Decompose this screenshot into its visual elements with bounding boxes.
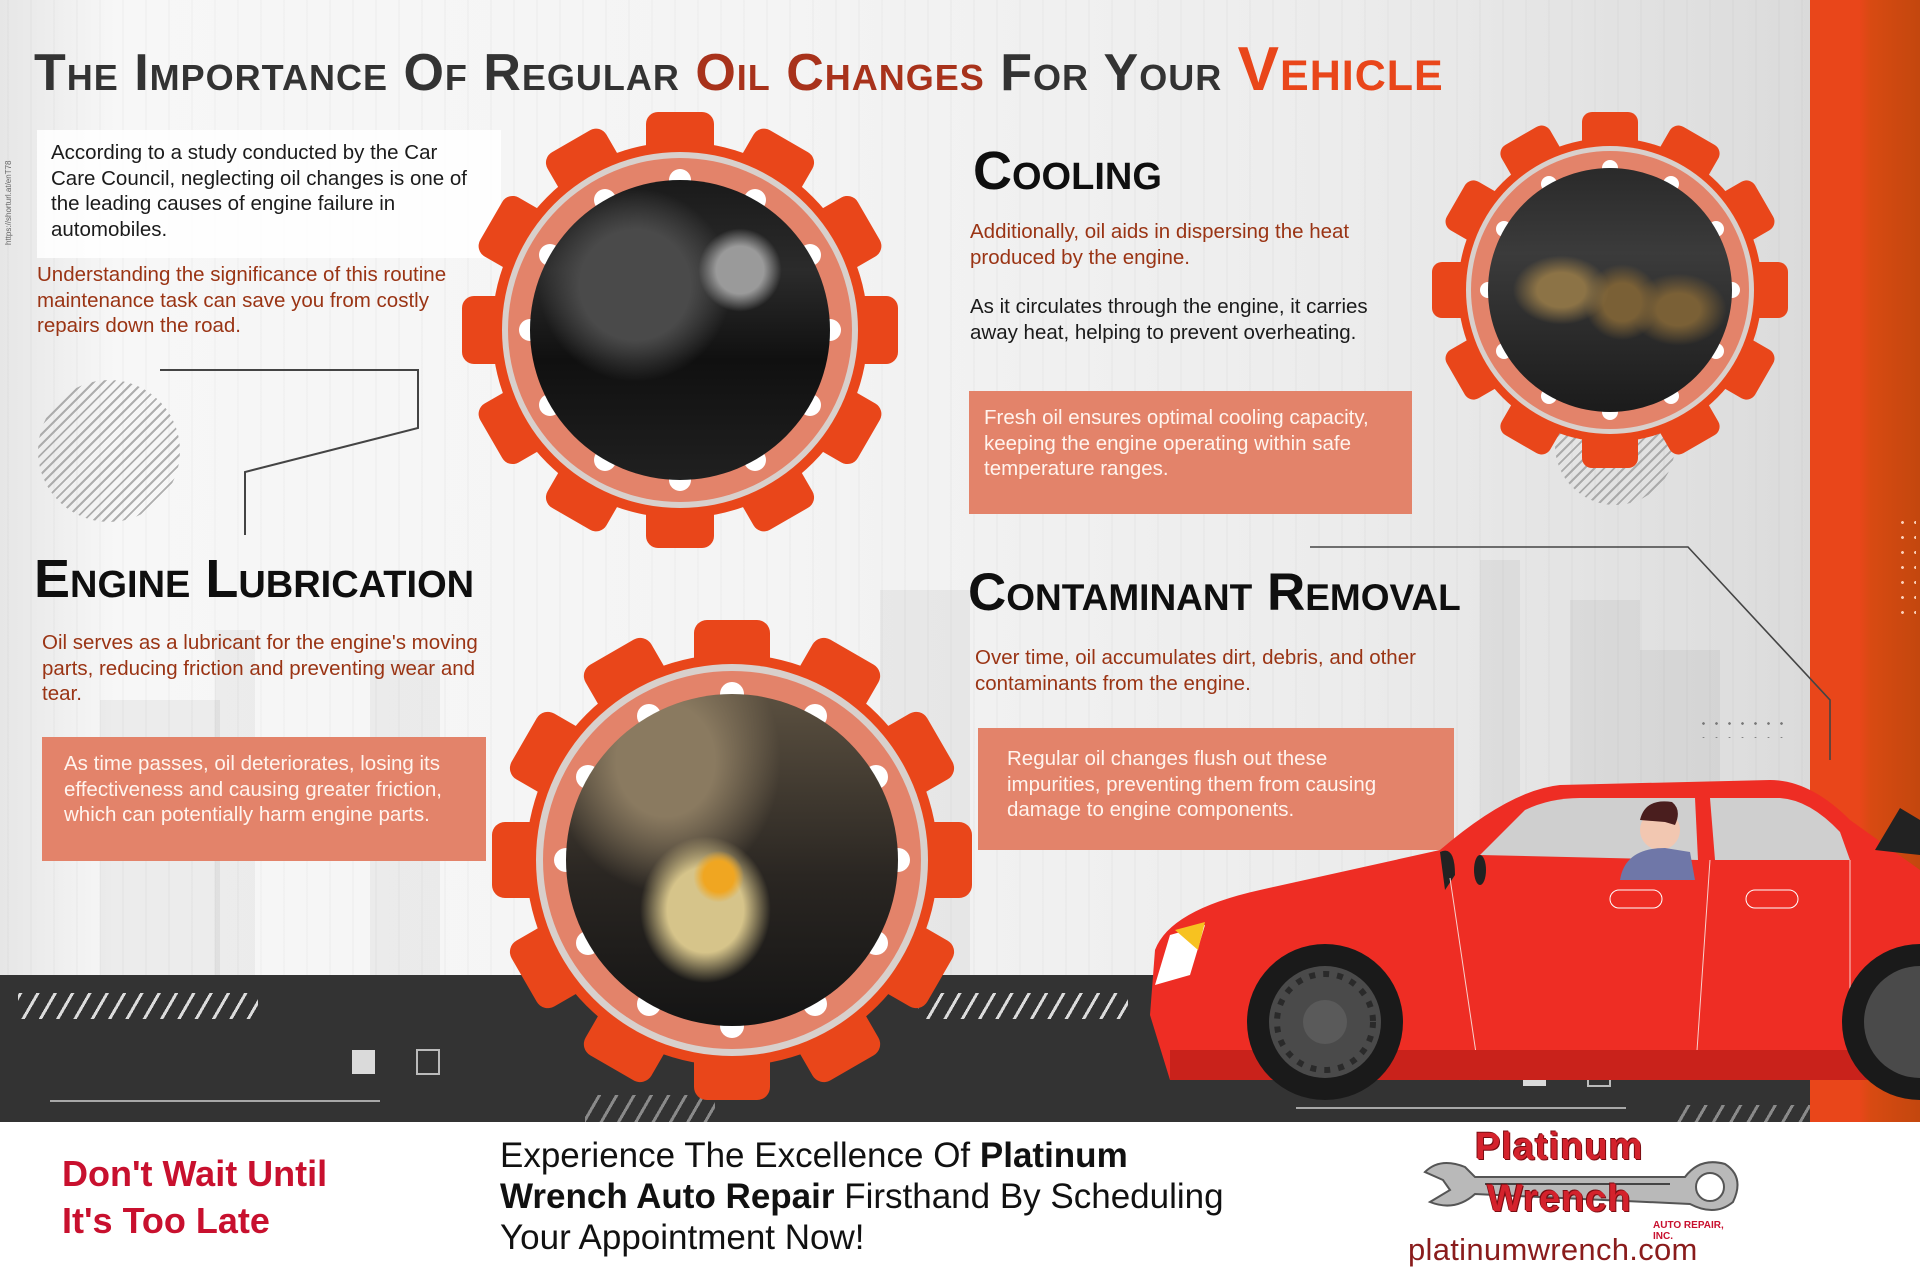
- rear-wheel: [1842, 944, 1920, 1100]
- gear-frame-valve-train: [1432, 112, 1788, 468]
- intro-box: According to a study conducted by the Ca…: [37, 130, 501, 258]
- cta-urgency-line-1: Don't Wait Until: [62, 1153, 328, 1194]
- dot-grid-decoration: [1896, 515, 1916, 615]
- logo-subtitle: AUTO REPAIR, INC.: [1653, 1220, 1724, 1242]
- valve-train-photo: [1488, 168, 1732, 412]
- engine-lubrication-text: Oil serves as a lubricant for the engine…: [42, 631, 478, 705]
- source-url: https://shorturl.at/enT78: [4, 160, 13, 246]
- engine-bay-photo: [530, 180, 830, 480]
- contaminant-removal-callout-box: Regular oil changes flush out these impu…: [978, 728, 1454, 850]
- contaminant-removal-callout-text: Regular oil changes flush out these impu…: [1007, 747, 1377, 821]
- road-line: [50, 1100, 380, 1102]
- website-link[interactable]: platinumwrench.com: [1408, 1232, 1698, 1267]
- hatch-decoration: [918, 993, 1128, 1019]
- cta-main-text: Experience The Excellence Of Platinum Wr…: [500, 1135, 1260, 1258]
- gear-frame-engine-bay: [462, 112, 898, 548]
- engine-lubrication-callout-box: As time passes, oil deteriorates, losing…: [42, 737, 486, 861]
- oil-pouring-photo: [566, 694, 898, 1026]
- cta-main-part-1: Experience The Excellence Of: [500, 1136, 980, 1175]
- heading-cooling: Cooling: [973, 141, 1162, 201]
- cooling-callout-box: Fresh oil ensures optimal cooling capaci…: [969, 391, 1412, 514]
- page-title: The Importance Of Regular Oil Changes Fo…: [34, 34, 1444, 105]
- cta-main-part-2: Firsthand By Scheduling Your Appointment…: [500, 1177, 1224, 1257]
- wrench-icon: [1423, 1161, 1739, 1211]
- heading-contaminant-removal: Contaminant Removal: [968, 563, 1461, 622]
- front-wheel: [1247, 944, 1403, 1100]
- engine-lubrication-callout-text: As time passes, oil deteriorates, losing…: [64, 752, 442, 826]
- hatch-decoration: [18, 993, 258, 1019]
- cooling-text-2: As it circulates through the engine, it …: [970, 295, 1368, 344]
- cta-brand-name: Platinum Wrench Auto Repair: [500, 1136, 1128, 1216]
- dot-grid-decoration: [1697, 716, 1792, 738]
- road-line: [1296, 1107, 1626, 1109]
- title-part-3: For Your: [984, 44, 1238, 102]
- contaminant-removal-text: Over time, oil accumulates dirt, debris,…: [975, 646, 1416, 695]
- square-outline-decoration: [416, 1049, 440, 1075]
- hatched-circle-decoration: [38, 380, 180, 522]
- red-car-illustration: [1150, 780, 1920, 1100]
- title-vehicle: Vehicle: [1237, 35, 1444, 104]
- intro-text: According to a study conducted by the Ca…: [51, 141, 467, 241]
- title-part-1: The Importance Of Regular: [34, 44, 696, 102]
- title-oil-changes: Oil Changes: [695, 44, 985, 102]
- hatch-decoration: [1675, 1105, 1810, 1122]
- cta-urgency: Don't Wait Until It's Too Late: [62, 1150, 422, 1244]
- square-filled-decoration: [352, 1050, 375, 1074]
- gear-frame-oil-pour: [492, 620, 972, 1100]
- driver-figure: [1620, 801, 1695, 880]
- platinum-wrench-logo: Platinum Wrench AUTO REPAIR, INC.: [1415, 1126, 1745, 1242]
- cooling-text-1: Additionally, oil aids in dispersing the…: [970, 220, 1350, 269]
- heading-engine-lubrication: Engine Lubrication: [34, 549, 475, 609]
- cooling-callout-text: Fresh oil ensures optimal cooling capaci…: [984, 406, 1369, 480]
- hatch-decoration: [585, 1095, 715, 1122]
- logo-word-platinum: Platinum: [1475, 1126, 1644, 1168]
- cta-urgency-line-2: It's Too Late: [62, 1200, 270, 1241]
- logo-word-wrench: Wrench: [1487, 1178, 1632, 1220]
- intro-subtext: Understanding the significance of this r…: [37, 263, 447, 337]
